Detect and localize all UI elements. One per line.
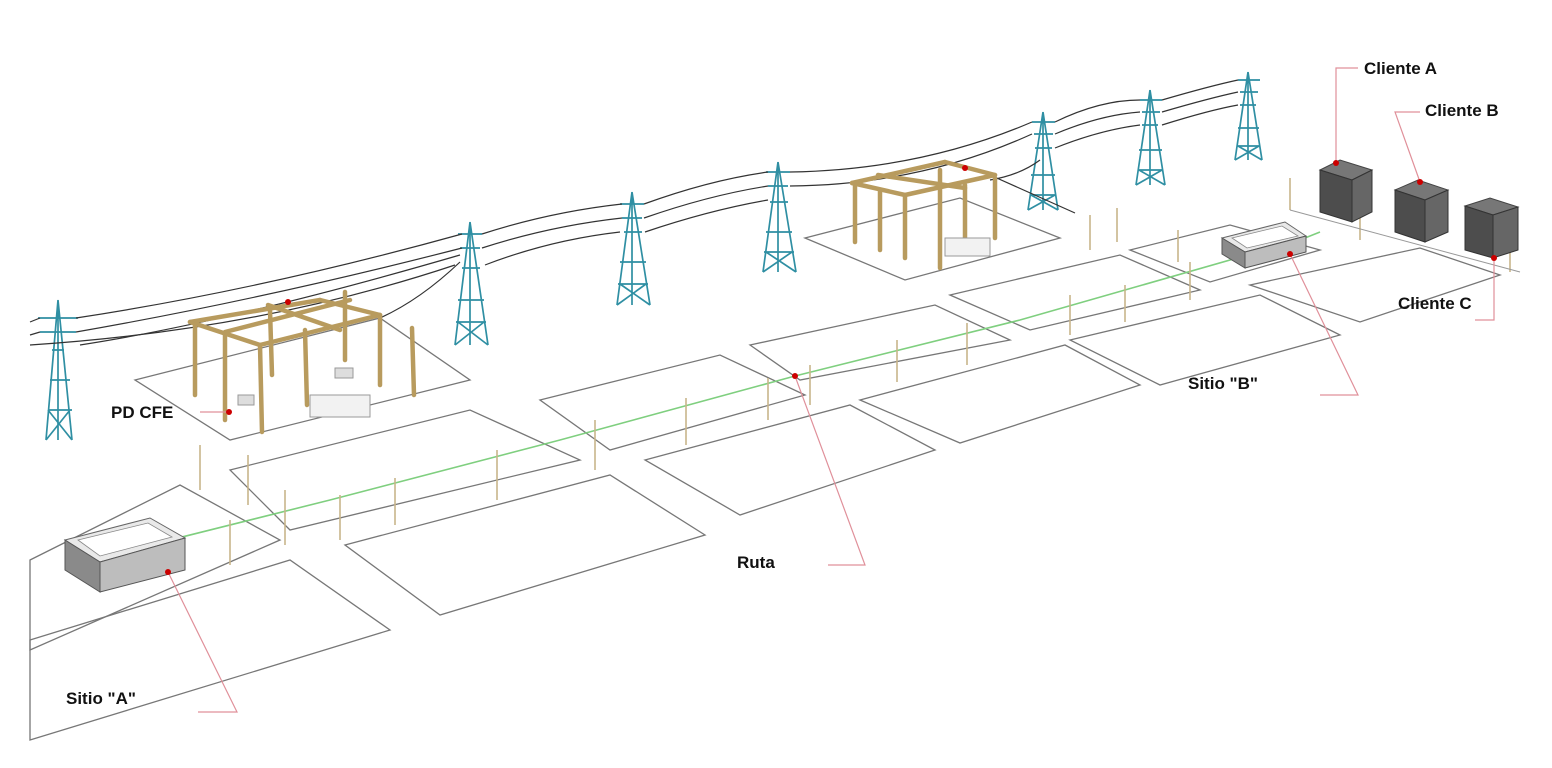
client-a-building bbox=[1318, 159, 1374, 223]
leader-cliente-c bbox=[1475, 258, 1495, 321]
site-b-building bbox=[1220, 221, 1308, 269]
client-c-building bbox=[1463, 197, 1520, 259]
substation-pd-cfe bbox=[187, 289, 417, 435]
site-a-building bbox=[63, 517, 187, 593]
fence-posts bbox=[199, 178, 1521, 565]
marker-dots bbox=[165, 160, 1497, 575]
leader-cliente-b bbox=[1394, 111, 1421, 183]
tower-4 bbox=[762, 161, 797, 273]
client-buildings bbox=[1318, 159, 1520, 259]
transmission-towers bbox=[38, 71, 1263, 441]
tower-2 bbox=[454, 221, 489, 346]
label-pd-cfe: PD CFE bbox=[111, 403, 174, 422]
leader-ruta bbox=[794, 375, 866, 566]
label-sitio-b: Sitio "B" bbox=[1188, 374, 1258, 393]
leader-sitio-b bbox=[1289, 253, 1359, 396]
label-cliente-a: Cliente A bbox=[1364, 59, 1438, 78]
tower-5 bbox=[1027, 111, 1059, 211]
tower-7 bbox=[1234, 71, 1263, 161]
label-sitio-a: Sitio "A" bbox=[66, 689, 136, 708]
power-lines bbox=[29, 79, 1239, 346]
leader-sitio-a bbox=[167, 571, 238, 713]
substation-right bbox=[849, 159, 998, 271]
leader-lines bbox=[167, 67, 1495, 713]
ground-plots bbox=[29, 224, 1503, 741]
label-cliente-b: Cliente B bbox=[1425, 101, 1499, 120]
label-cliente-c: Cliente C bbox=[1398, 294, 1472, 313]
leader-cliente-a bbox=[1335, 67, 1358, 163]
client-b-building bbox=[1393, 179, 1450, 243]
tower-6 bbox=[1135, 89, 1166, 186]
tower-3 bbox=[616, 191, 651, 306]
label-ruta: Ruta bbox=[737, 553, 775, 572]
tower-1 bbox=[38, 299, 78, 441]
